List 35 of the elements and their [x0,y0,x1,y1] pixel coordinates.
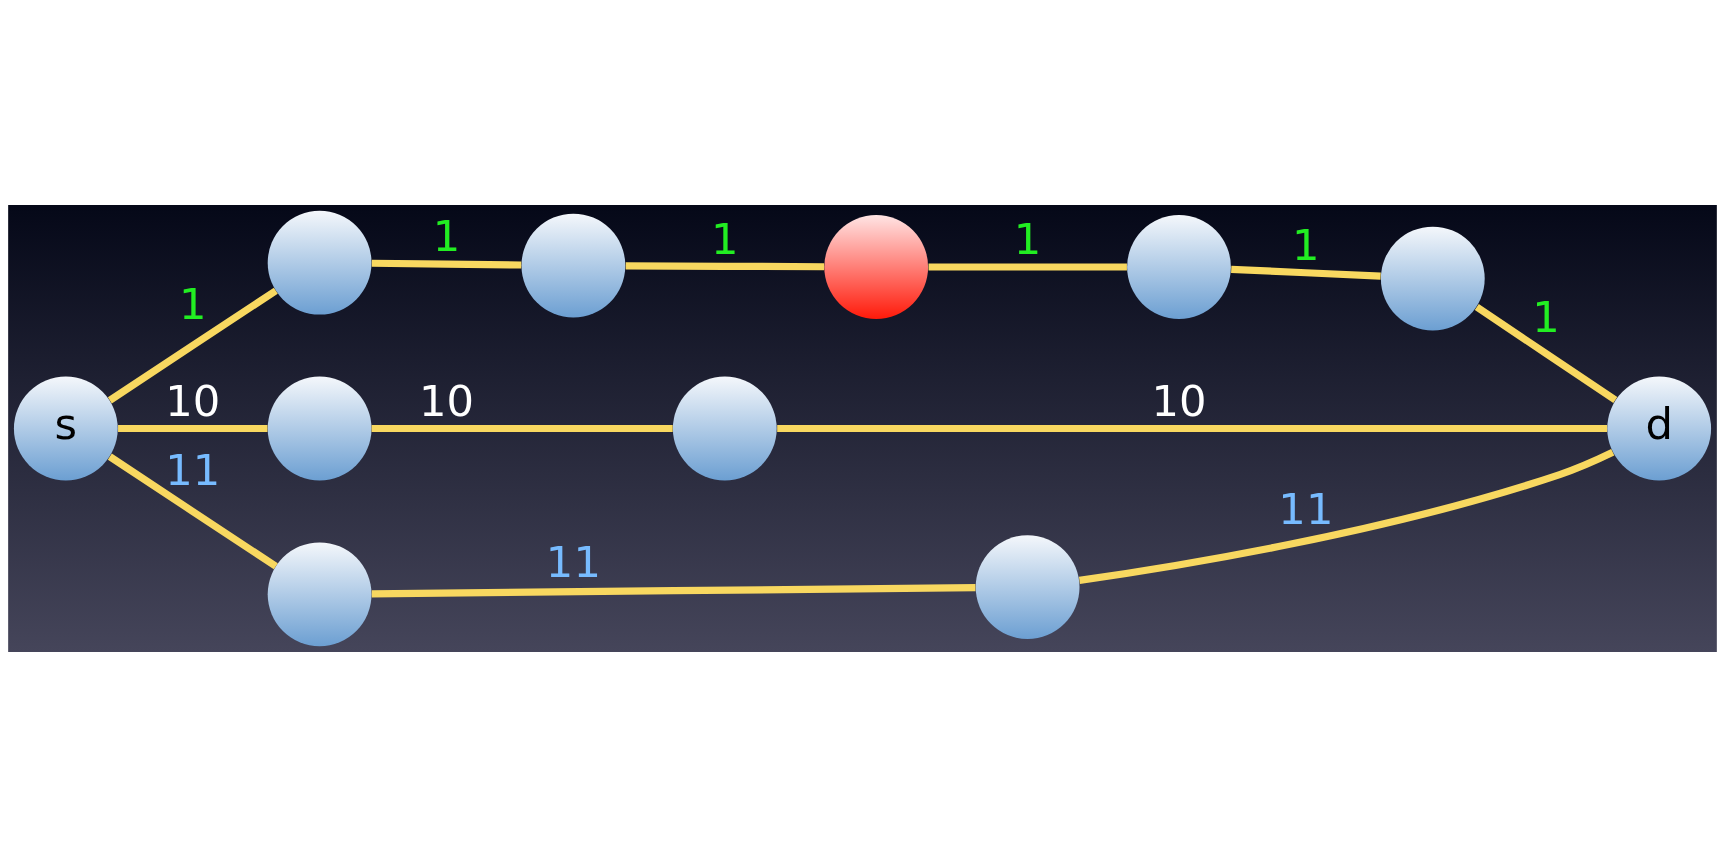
connector [371,424,673,433]
edge-label: 10 [1151,375,1207,426]
node-circle [267,210,372,315]
connector [777,424,1608,433]
edge-label: 1 [432,211,461,262]
connector [371,584,976,598]
connector [1078,449,1615,584]
node-circle [267,376,372,481]
connector [1231,265,1381,280]
edge-label: 1 [1532,291,1560,342]
connector [118,424,268,433]
edge-label: 10 [165,375,221,426]
connector [928,263,1127,271]
connector [625,262,825,271]
node-circle: d [1607,376,1712,481]
connector [1474,304,1618,404]
connector [107,453,278,570]
node-circle [521,213,626,318]
edge-label: 1 [178,278,207,329]
node-circle [672,376,777,481]
node-circle [975,535,1080,639]
node-circle [1380,226,1485,331]
connector [371,259,522,269]
edge-label: 11 [545,537,601,588]
connector [107,287,278,404]
node-circle [1127,215,1231,319]
edge-label: 11 [165,444,221,495]
edge-label: 1 [1292,219,1320,270]
edge-label: 11 [1278,483,1334,534]
node-circle [267,542,372,647]
edge-label: 10 [418,375,475,426]
node-circle [824,215,929,319]
edge-label: 1 [711,214,739,265]
edge-label: 1 [1013,214,1042,265]
node-circle: s [13,376,118,481]
